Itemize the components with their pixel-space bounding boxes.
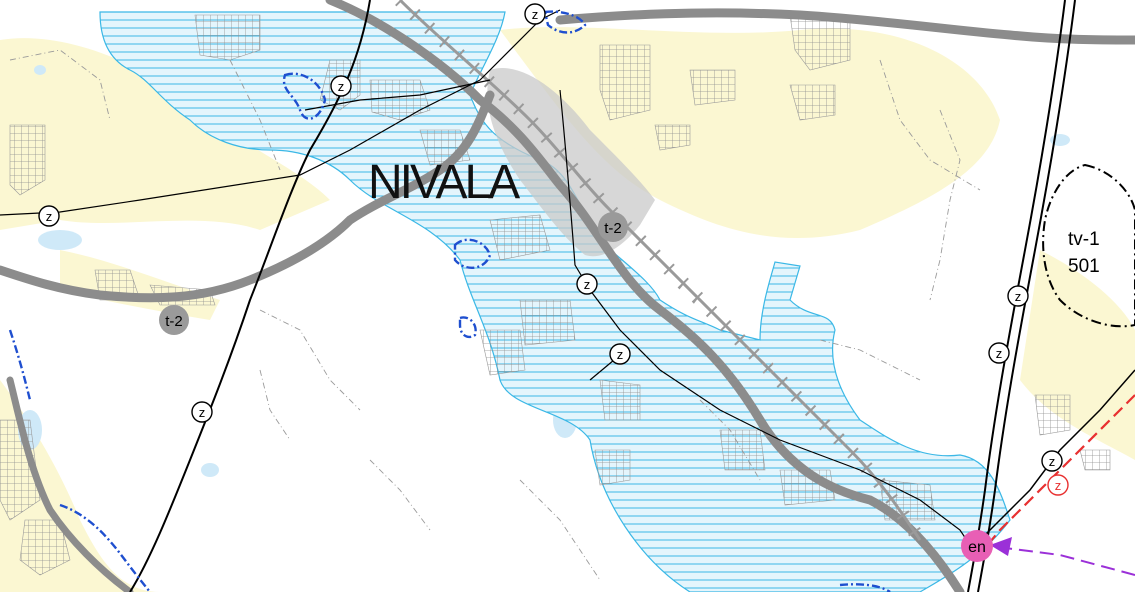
z-marker: z [988,342,1010,364]
protection-boundaries [8,10,891,592]
place-name-label: NIVALA [368,156,520,209]
tv1-area-boundary [1042,163,1135,328]
z-label: z [996,346,1003,361]
town-center-zone [487,68,655,257]
highway-north [325,0,965,592]
z-marker: z [191,401,213,423]
z-label: z [532,7,539,22]
arrow-head-icon [990,537,1012,556]
z-markers: z z z z z z z z z z [38,3,1069,496]
road-southwest [6,376,134,592]
z-marker: z [609,343,631,365]
z-marker: z [576,273,598,295]
t2-marker: t-2 [598,212,628,242]
z-marker: z [1007,285,1029,307]
purple-connection [990,537,1135,576]
railway [395,0,926,544]
highway-east [555,8,1135,45]
z-marker-red: z [1047,474,1069,496]
tv1-number-label: 501 [1068,256,1100,277]
t2-label: t-2 [165,313,183,330]
tv1-label: tv-1 [1068,229,1100,250]
z-marker: z [38,205,60,227]
en-marker: en [961,530,993,562]
z-label: z [1015,289,1022,304]
planned-line-red [974,394,1135,561]
z-label: z [1055,478,1062,493]
z-marker: z [330,75,352,97]
t2-label: t-2 [604,220,622,237]
z-marker: z [524,3,546,25]
local-tracks [9,49,981,581]
z-label: z [46,209,53,224]
z-label: z [617,347,624,362]
highway-west [0,90,495,303]
z-label: z [584,277,591,292]
en-label: en [968,539,986,556]
z-label: z [1049,454,1056,469]
z-label: z [199,405,206,420]
z-label: z [338,79,345,94]
t2-marker: t-2 [159,305,189,335]
z-marker: z [1041,450,1063,472]
